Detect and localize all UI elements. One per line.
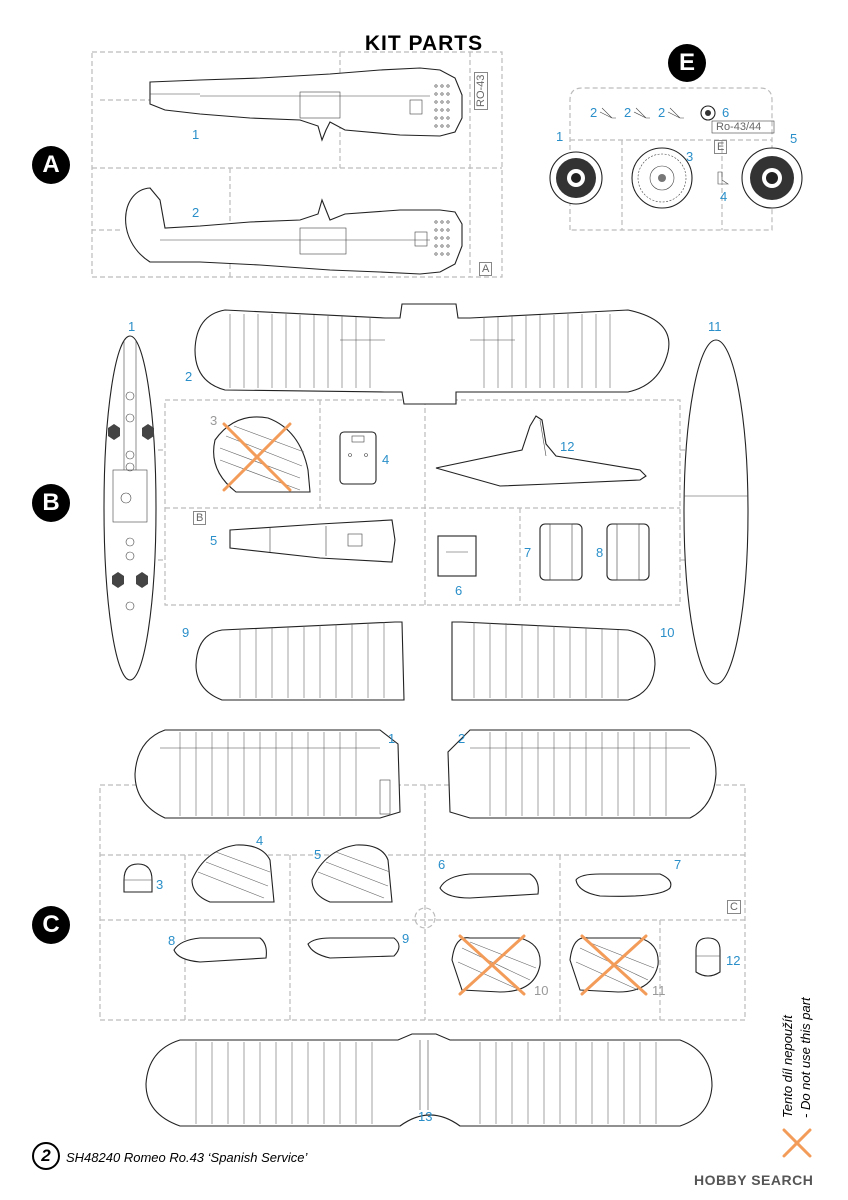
part-b7-bracket	[539, 523, 583, 581]
part-e2-exhausts	[599, 107, 684, 119]
part-number-e5: 5	[790, 131, 798, 146]
part-c10-elevator-crossed	[451, 934, 541, 996]
part-b10-lower-wing-right	[451, 621, 656, 701]
part-number-b10: 10	[660, 625, 675, 640]
part-number-b5: 5	[210, 533, 218, 548]
part-b9-lower-wing-left	[195, 621, 405, 701]
part-number-c10: 10	[534, 983, 549, 998]
part-b6-block	[437, 535, 477, 577]
part-c2-upper-wing-right	[447, 729, 717, 819]
sprue-a-tag: A	[479, 262, 493, 276]
part-b12-fin	[435, 415, 647, 487]
part-number-c12: 12	[726, 953, 741, 968]
part-number-c5: 5	[314, 847, 322, 862]
part-c8-pod	[173, 937, 267, 963]
part-number-e2b: 2	[624, 105, 632, 120]
part-number-e4: 4	[720, 189, 728, 204]
sprue-a-label: A	[32, 146, 70, 184]
part-e3-engine	[631, 147, 693, 209]
footer-caption: SH48240 Romeo Ro.43 ‘Spanish Service’	[66, 1150, 308, 1165]
sprue-c	[99, 784, 746, 1021]
part-number-c1: 1	[388, 731, 396, 746]
page-number: 2	[32, 1142, 60, 1170]
page-title: KIT PARTS	[364, 32, 484, 55]
part-number-e6: 6	[722, 105, 730, 120]
part-number-b7: 7	[524, 545, 532, 560]
part-number-b9: 9	[182, 625, 190, 640]
part-number-b3: 3	[210, 413, 218, 428]
part-number-e2a: 2	[590, 105, 598, 120]
part-b4-plate	[339, 431, 377, 485]
part-e6-disc	[700, 105, 775, 134]
part-number-a2: 2	[192, 205, 200, 220]
part-number-c8: 8	[168, 933, 176, 948]
part-number-b6: 6	[455, 583, 463, 598]
sprue-c-tag: C	[727, 900, 741, 914]
part-c11-elevator-crossed	[569, 934, 659, 996]
legend-line-english: - Do not use this part	[798, 997, 813, 1118]
part-number-e3: 3	[686, 149, 694, 164]
part-number-b12: 12	[560, 439, 575, 454]
part-b11-float-long	[683, 339, 749, 685]
part-number-b8: 8	[596, 545, 604, 560]
part-e5-engine	[741, 147, 803, 209]
part-number-c7: 7	[674, 857, 682, 872]
part-number-c3: 3	[156, 877, 164, 892]
part-c13-lower-wing	[145, 1033, 713, 1127]
part-number-e1: 1	[556, 129, 564, 144]
part-c4-aileron	[191, 844, 275, 903]
watermark: HOBBY SEARCH	[694, 1172, 814, 1188]
part-b3-rudder-crossed	[213, 416, 311, 493]
part-number-c2: 2	[458, 731, 466, 746]
do-not-use-legend: Tento díl nepoužít - Do not use this par…	[778, 990, 818, 1130]
part-c3-cap	[123, 863, 153, 893]
part-number-c6: 6	[438, 857, 446, 872]
part-c6-pod	[439, 873, 539, 899]
part-c12-cap	[695, 937, 721, 977]
sprue-a-code: RO-43	[474, 71, 488, 110]
part-number-b4: 4	[382, 452, 390, 467]
part-c9-pod	[307, 937, 400, 959]
sprue-b-label: B	[32, 484, 70, 522]
sprue-c-label: C	[32, 906, 70, 944]
part-e4-bracket	[717, 171, 729, 185]
part-b1-float	[103, 335, 157, 681]
part-number-c13: 13	[418, 1109, 433, 1124]
legend-line-czech: Tento díl nepoužít	[780, 1015, 795, 1118]
part-c5-aileron	[311, 844, 393, 903]
part-number-c4: 4	[256, 833, 264, 848]
part-b8-bracket	[606, 523, 650, 581]
part-b2-upper-wing	[194, 303, 670, 405]
part-number-c11: 11	[652, 983, 666, 998]
part-number-b1: 1	[128, 319, 136, 334]
sprue-e-tag: E	[714, 140, 728, 154]
part-number-b11: 11	[708, 319, 722, 334]
part-a2-fuselage-right	[125, 187, 463, 275]
sprue-e-label: E	[668, 44, 706, 82]
part-e1-engine	[549, 151, 603, 205]
part-number-e2c: 2	[658, 105, 666, 120]
part-a1-fuselage-left	[149, 67, 463, 142]
sprue-b-tag: B	[193, 511, 207, 525]
part-number-b2: 2	[185, 369, 193, 384]
part-number-c9: 9	[402, 931, 410, 946]
part-b5-strut	[229, 519, 396, 563]
part-number-a1: 1	[192, 127, 200, 142]
do-not-use-legend-cross-icon	[782, 1128, 812, 1158]
part-c7-pod	[575, 873, 672, 897]
sprue-e	[569, 87, 773, 231]
part-c1-upper-wing-left	[134, 729, 401, 819]
sprue-e-code: Ro-43/44	[716, 121, 762, 133]
